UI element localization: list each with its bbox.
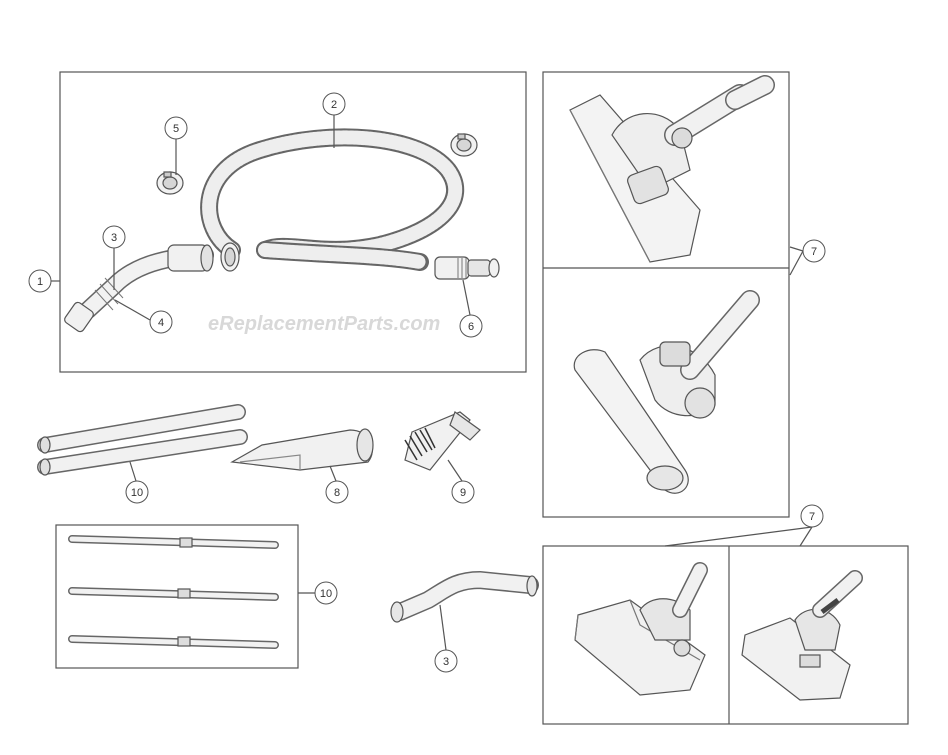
callout-label-3b: 3 [443, 656, 449, 668]
nozzle-pair-box [542, 545, 909, 725]
hose-connector [434, 256, 500, 280]
callout-8 [325, 480, 349, 504]
flexible-hose [200, 128, 465, 272]
callout-6 [459, 314, 483, 338]
leader-8 [329, 465, 337, 482]
hose-assembly-box [59, 71, 527, 373]
callout-label-1: 1 [37, 276, 43, 288]
callout-label-8: 8 [334, 487, 340, 499]
callout-label-10a: 10 [131, 487, 143, 499]
bent-wand [390, 570, 539, 623]
callout-10a [125, 480, 149, 504]
callout-label-5: 5 [173, 123, 179, 135]
leader-10a [129, 461, 137, 482]
leader-9 [447, 459, 463, 482]
dusting-brush [404, 411, 481, 471]
callout-label-7b: 7 [809, 511, 815, 523]
floor-nozzle-box [542, 71, 790, 518]
extension-wand-pair [37, 404, 248, 476]
callout-label-3a: 3 [111, 232, 117, 244]
telescopic-wand-1 [68, 535, 279, 549]
callout-label-4: 4 [158, 317, 164, 329]
leader-7b [664, 526, 813, 547]
callout-7a [802, 239, 826, 263]
callout-10b [314, 581, 338, 605]
crevice-tool [230, 428, 374, 471]
telescopic-wand-box [55, 524, 299, 669]
callout-label-9: 9 [460, 487, 466, 499]
curved-wand-handle [64, 244, 214, 333]
telescopic-wand-3 [68, 635, 279, 649]
hose-clip-right [450, 133, 478, 157]
callout-4 [149, 310, 173, 334]
turbo-brush [573, 290, 760, 494]
leader-7a [789, 246, 804, 276]
callout-9 [451, 480, 475, 504]
callout-label-2: 2 [331, 99, 337, 111]
callout-5 [164, 116, 188, 140]
hard-floor-nozzle [741, 570, 863, 701]
callout-3b [434, 649, 458, 673]
callout-3a [102, 225, 126, 249]
callout-label-6: 6 [468, 321, 474, 333]
leader-6 [462, 279, 471, 316]
telescopic-wand-2 [68, 587, 279, 601]
leader-3b [439, 604, 447, 651]
callout-7b [800, 504, 824, 528]
hose-clip-left [156, 171, 184, 195]
callout-2 [322, 92, 346, 116]
callout-1 [28, 269, 52, 293]
callout-label-10b: 10 [320, 588, 332, 600]
floor-nozzle-top [569, 75, 775, 263]
watermark: eReplacementParts.com [208, 313, 440, 335]
leader-4 [114, 299, 151, 321]
callout-label-7a: 7 [811, 246, 817, 258]
combination-floor-nozzle [574, 562, 708, 696]
